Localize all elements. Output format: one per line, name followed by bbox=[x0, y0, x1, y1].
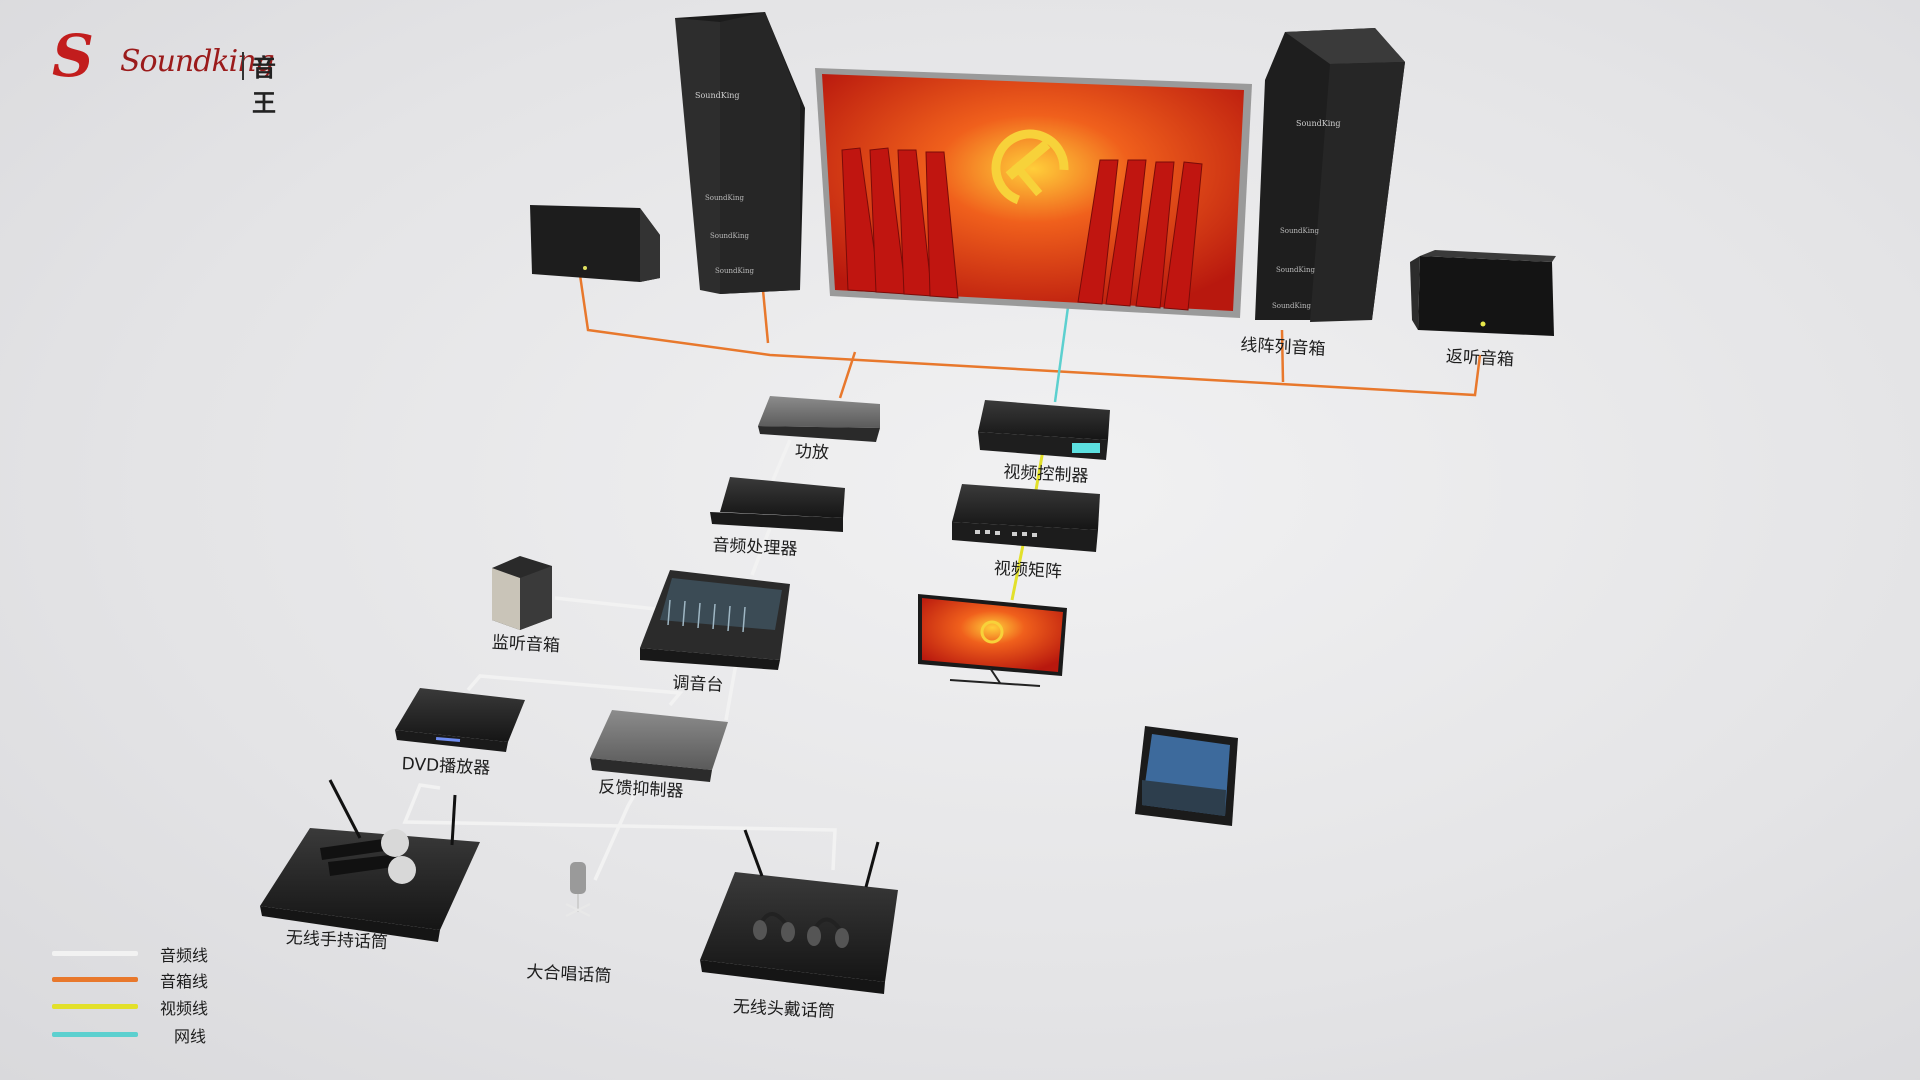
soundking-logo: S Soundking 音王 bbox=[52, 22, 282, 117]
legend-label: 音频线 bbox=[160, 946, 209, 965]
label-mixer: 调音台 bbox=[671, 673, 724, 696]
logo-separator bbox=[242, 52, 244, 80]
legend-item-network-line: 网线 bbox=[52, 1021, 252, 1047]
logo-mark: S bbox=[52, 22, 94, 90]
label-return-speaker: 返听音箱 bbox=[1445, 346, 1515, 371]
label-wireless-handheld-mic: 无线手持话筒 bbox=[285, 927, 389, 954]
legend-label: 视频线 bbox=[160, 999, 209, 1018]
tablet bbox=[1135, 726, 1238, 826]
speaker-cables bbox=[578, 274, 1482, 399]
flag-icon bbox=[841, 147, 1203, 311]
logo-brand-text: Soundking bbox=[120, 44, 275, 79]
speaker-brand-text: SoundKing bbox=[1296, 119, 1341, 128]
legend-item-video-line: 视频线 bbox=[52, 993, 252, 1019]
label-dvd-player: DVD播放器 bbox=[401, 754, 491, 779]
legend-swatch bbox=[52, 1004, 138, 1009]
label-video-controller: 视频控制器 bbox=[1002, 462, 1089, 487]
choir-microphone bbox=[565, 862, 591, 917]
video-matrix bbox=[952, 484, 1100, 552]
label-monitor-speaker: 监听音箱 bbox=[491, 632, 561, 657]
main-led-screen bbox=[815, 68, 1252, 318]
legend-item-audio-line: 音频线 bbox=[52, 940, 252, 966]
label-feedback-suppressor: 反馈抑制器 bbox=[597, 777, 684, 802]
wireless-headset-mic-receiver bbox=[700, 829, 898, 994]
network-cable bbox=[1053, 306, 1070, 403]
video-cables bbox=[1010, 449, 1045, 601]
label-audio-processor: 音频处理器 bbox=[711, 535, 798, 560]
label-wireless-headset-mic: 无线头戴话筒 bbox=[732, 996, 836, 1023]
legend-swatch bbox=[52, 977, 138, 982]
preview-tv bbox=[918, 594, 1067, 687]
audio-mixer bbox=[640, 570, 790, 670]
speaker-brand-text: SoundKing bbox=[1280, 227, 1319, 235]
line-array-speaker-right: SoundKing SoundKing SoundKing SoundKing bbox=[1255, 28, 1405, 322]
speaker-brand-text: SoundKing bbox=[710, 232, 749, 240]
line-array-speaker-left: SoundKing SoundKing SoundKing SoundKing bbox=[675, 12, 805, 294]
legend-label: 音箱线 bbox=[160, 972, 209, 991]
logo-chinese-text: 音王 bbox=[252, 54, 276, 117]
monitor-speaker bbox=[492, 556, 552, 630]
handheld-mic-icon bbox=[320, 829, 416, 884]
speaker-brand-text: SoundKing bbox=[1272, 302, 1311, 310]
speaker-brand-text: SoundKing bbox=[1276, 266, 1315, 274]
legend-label: 网线 bbox=[174, 1027, 207, 1046]
speaker-brand-text: SoundKing bbox=[695, 91, 740, 100]
video-controller bbox=[978, 400, 1110, 460]
speaker-brand-text: SoundKing bbox=[715, 267, 754, 275]
return-speaker-right bbox=[1410, 250, 1556, 336]
feedback-suppressor bbox=[590, 710, 728, 782]
speaker-brand-text: SoundKing bbox=[705, 194, 744, 202]
label-video-matrix: 视频矩阵 bbox=[993, 558, 1063, 583]
dvd-player bbox=[395, 688, 525, 752]
audio-processor bbox=[710, 477, 845, 532]
cable-legend: 音频线 音箱线 视频线 网线 bbox=[52, 940, 252, 1060]
legend-swatch bbox=[52, 951, 138, 956]
wireless-handheld-mic-receiver bbox=[260, 779, 480, 942]
label-line-array-speaker: 线阵列音箱 bbox=[1239, 335, 1326, 360]
legend-item-speaker-line: 音箱线 bbox=[52, 966, 252, 992]
label-choir-mic: 大合唱话筒 bbox=[525, 962, 612, 987]
label-amplifier: 功放 bbox=[794, 441, 830, 464]
legend-swatch bbox=[52, 1032, 138, 1037]
return-speaker-left bbox=[530, 205, 660, 282]
amplifier bbox=[758, 396, 880, 442]
